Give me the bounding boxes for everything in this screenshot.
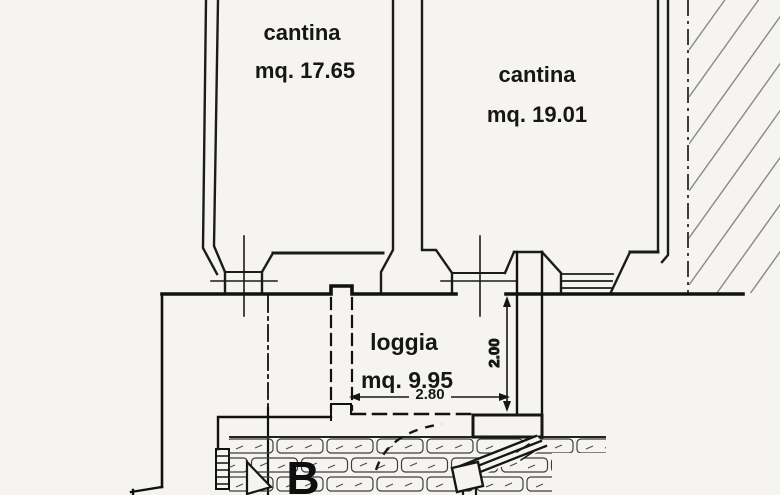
door-leaf (245, 459, 274, 495)
room1-area-label: mq. 17.65 (255, 58, 355, 83)
section-letter-b: B (286, 452, 319, 495)
left-wall-inner (212, 0, 227, 274)
main-lower-wall-left (160, 284, 458, 296)
dimension-width: 2.80 (349, 385, 510, 403)
window-cross-mark (210, 235, 278, 317)
stairs (450, 413, 548, 495)
lower-walls (129, 250, 745, 495)
door-splay (503, 250, 516, 275)
hatched-neighbor-area (687, 0, 780, 293)
window-splayed (540, 250, 632, 294)
opening-splay (260, 251, 275, 274)
wall-cut-hatch (515, 442, 535, 462)
room-cantina-left (201, 0, 385, 317)
party-wall (379, 0, 454, 294)
left-wall-foot (129, 485, 164, 495)
room2-name-label: cantina (498, 62, 576, 87)
right-wall-outer (660, 0, 670, 264)
room2-area-label: mq. 19.01 (487, 102, 587, 127)
door-swing-arc (374, 422, 443, 471)
room1-name-label: cantina (263, 20, 341, 45)
room-cantina-right (440, 0, 670, 317)
door-cross-mark (440, 235, 517, 317)
dimension-width-label: 2.80 (415, 386, 444, 403)
terrace-edge (216, 415, 333, 451)
dimension-height-label: 2.00 (486, 338, 503, 367)
dimension-height: 2.00 (486, 296, 511, 412)
doorway-step (330, 403, 352, 421)
loggia-area-label: mq. 9.95 (361, 367, 453, 393)
loggia-name-label: loggia (370, 329, 438, 355)
wall-section-ladder (215, 448, 230, 490)
left-wall-outer (201, 0, 219, 276)
